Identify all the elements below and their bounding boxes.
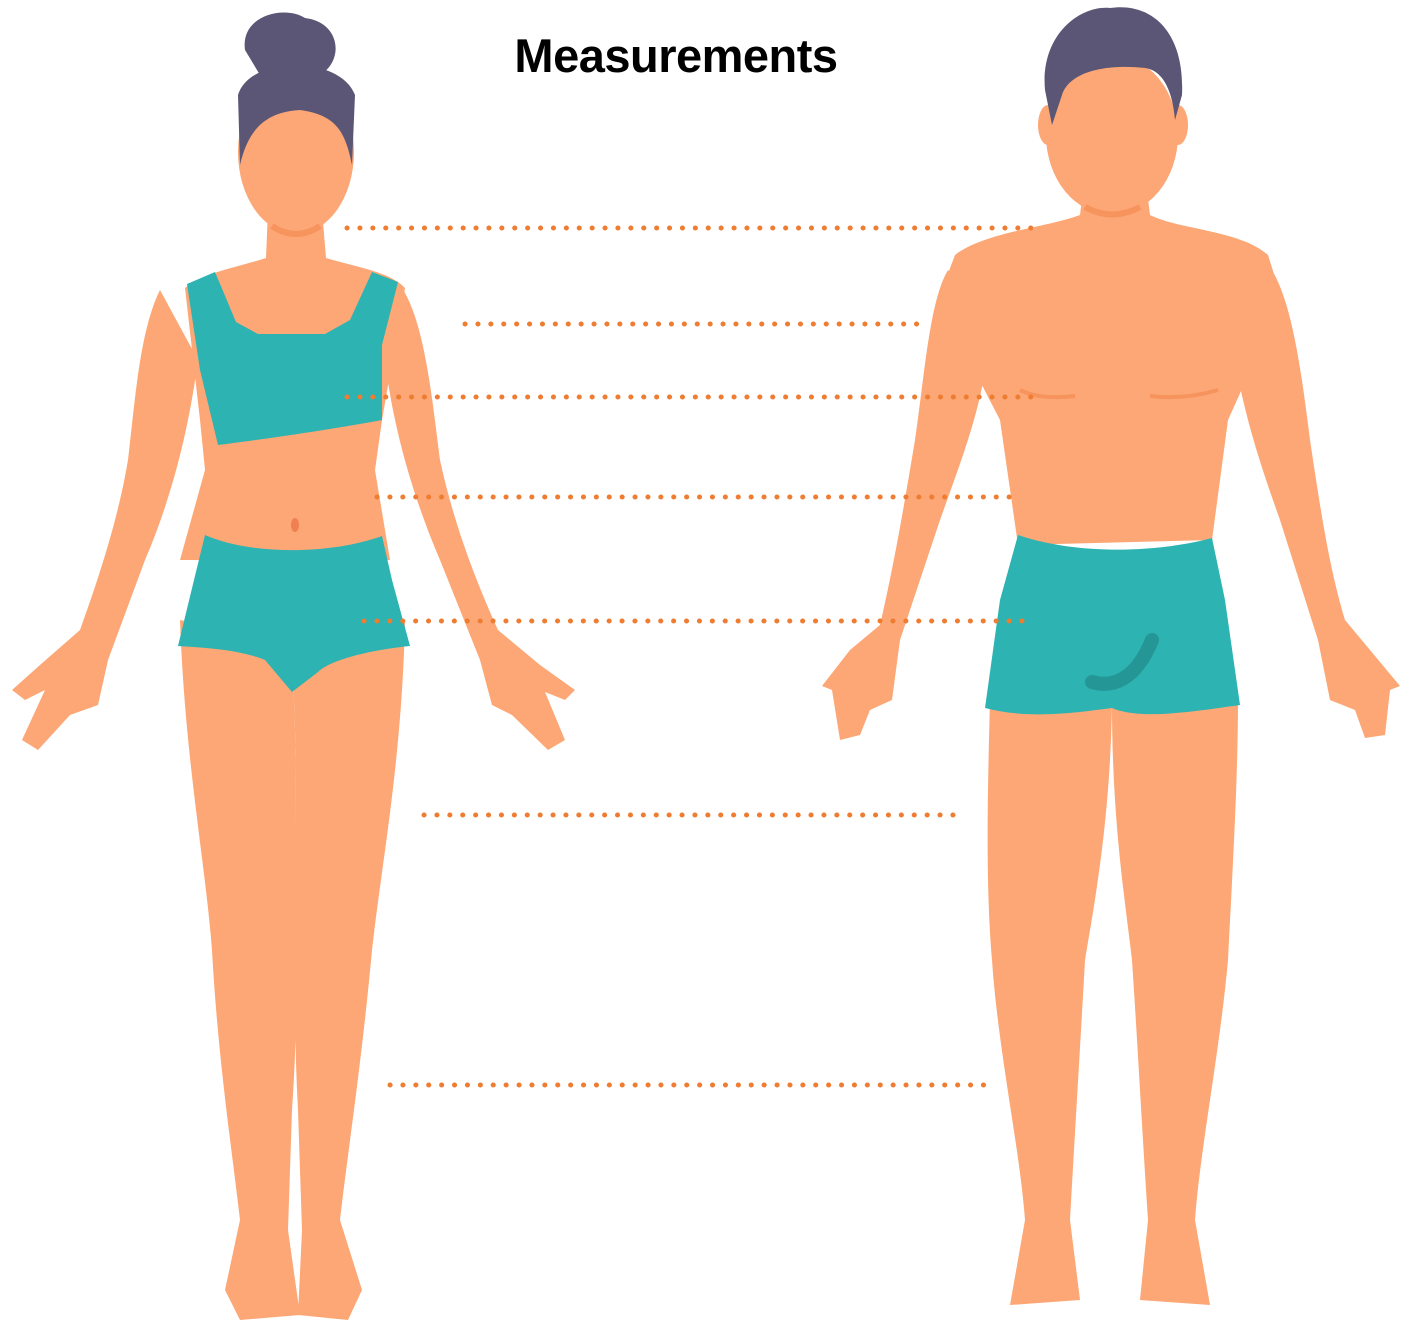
male-right-leg (1112, 700, 1238, 1305)
male-left-leg (988, 700, 1112, 1305)
female-navel (291, 518, 299, 532)
male-ear-right (1168, 105, 1188, 145)
female-body-icon (12, 13, 575, 1320)
female-right-leg (292, 620, 405, 1320)
female-left-leg (180, 620, 300, 1320)
male-body-icon (822, 7, 1400, 1305)
female-right-arm (385, 285, 575, 750)
female-left-arm (12, 290, 198, 750)
male-torso (938, 175, 1282, 545)
